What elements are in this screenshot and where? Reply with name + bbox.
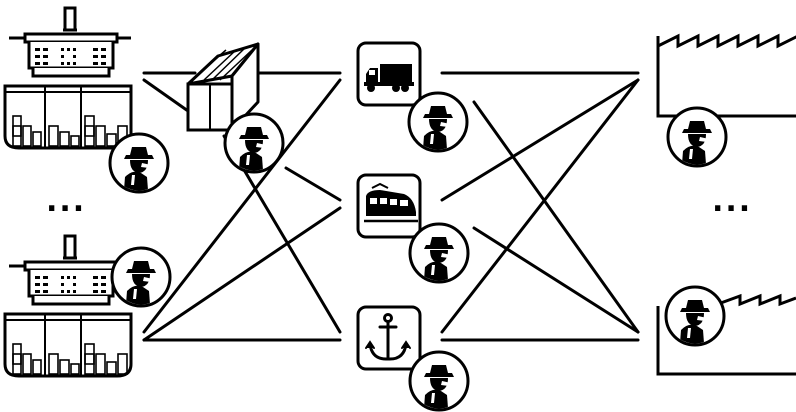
agent-icon-factory-bottom xyxy=(666,287,724,356)
agent-icon-container xyxy=(225,114,283,183)
truck-icon xyxy=(364,64,414,92)
container-ship-top xyxy=(3,6,133,150)
port-mode-box xyxy=(356,305,422,371)
agent-icon-port xyxy=(410,352,468,412)
agent-icon-truck xyxy=(409,93,467,162)
agent-icon-ship-bottom xyxy=(112,248,170,317)
right-connection-lines xyxy=(440,71,640,342)
agent-icon-ship-top xyxy=(110,134,168,203)
left-ellipsis: ... xyxy=(46,184,86,219)
agent-icon-train xyxy=(410,224,468,293)
anchor-icon xyxy=(365,313,411,361)
right-ellipsis: ... xyxy=(712,184,752,219)
factory-bottom xyxy=(656,293,796,376)
agent-icon-factory-top xyxy=(668,108,726,177)
train-mode-box xyxy=(356,173,422,239)
factory-top xyxy=(656,34,796,118)
container-ship-bottom xyxy=(3,234,133,378)
shipping-container xyxy=(186,42,260,132)
truck-mode-box xyxy=(356,41,422,107)
train-icon xyxy=(364,182,418,223)
